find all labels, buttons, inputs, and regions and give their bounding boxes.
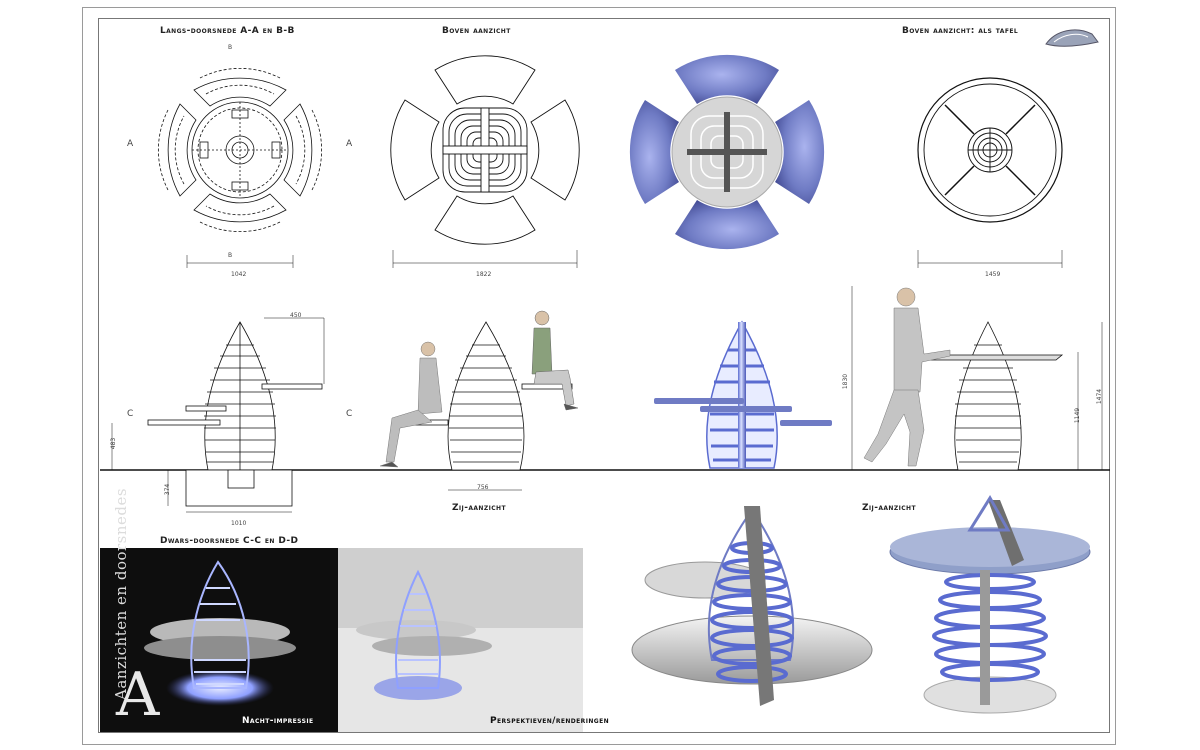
sheet-letter: A bbox=[116, 660, 160, 730]
plan-boven-aanzicht bbox=[390, 55, 580, 268]
section-mark-b-top: B bbox=[228, 44, 233, 51]
section-mark-a-right: A bbox=[346, 139, 353, 149]
title-boven-aanzicht: Boven aanzicht bbox=[442, 26, 511, 36]
person-standing-right bbox=[863, 287, 951, 467]
drawing-frame bbox=[98, 18, 1110, 733]
elevation-langs bbox=[111, 317, 325, 513]
section-mark-c-left: C bbox=[127, 409, 134, 419]
dim-1459: 1459 bbox=[985, 271, 1001, 278]
person-seated-right bbox=[531, 310, 579, 411]
night-impression-panel bbox=[100, 548, 338, 732]
caption-nacht-impressie: Nacht-impressie bbox=[242, 716, 314, 726]
night-render bbox=[144, 560, 296, 706]
perspective-render bbox=[338, 569, 583, 732]
render-top-view bbox=[629, 54, 825, 250]
dim-1010: 1010 bbox=[231, 520, 247, 527]
plan-boven-tafel bbox=[917, 77, 1063, 268]
section-mark-b-bottom: B bbox=[228, 252, 233, 259]
plan-langs-doorsnede bbox=[157, 68, 323, 268]
logo-icon bbox=[1045, 29, 1099, 47]
section-mark-c-right: C bbox=[346, 409, 353, 419]
elevation-zij-right bbox=[851, 286, 1103, 471]
dim-756: 756 bbox=[477, 484, 489, 491]
dim-1042: 1042 bbox=[231, 271, 247, 278]
title-langs-doorsnede: Langs-doorsnede A-A en B-B bbox=[160, 26, 295, 36]
person-seated-left bbox=[379, 341, 443, 468]
perspective-render-panel bbox=[338, 548, 583, 732]
title-dwars-doorsnede: Dwars-doorsnede C-C en D-D bbox=[160, 536, 299, 546]
sheet-border bbox=[82, 7, 1116, 745]
section-mark-a-left: A bbox=[127, 139, 134, 149]
caption-perspektieven: Perspektieven/renderingen bbox=[490, 716, 609, 726]
title-zij-aanzicht-right: Zij-aanzicht bbox=[862, 503, 916, 513]
title-boven-tafel: Boven aanzicht: als tafel bbox=[902, 26, 1019, 36]
render-elevation-blue bbox=[654, 320, 832, 469]
dim-450: 450 bbox=[290, 312, 302, 319]
dim-1822: 1822 bbox=[476, 271, 492, 278]
title-zij-aanzicht-left: Zij-aanzicht bbox=[452, 503, 506, 513]
